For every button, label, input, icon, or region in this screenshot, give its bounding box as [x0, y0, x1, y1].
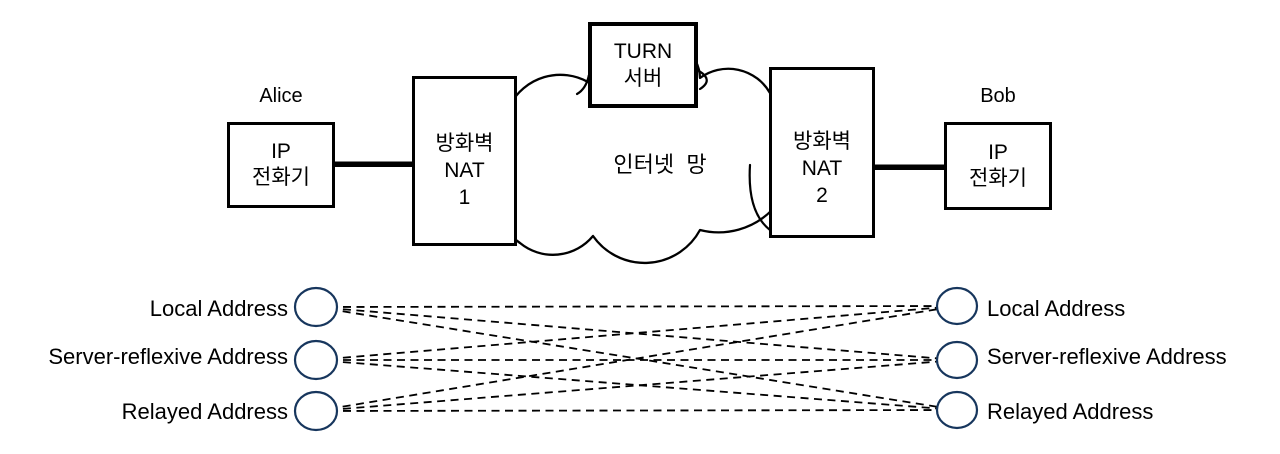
bob-phone-box: IP 전화기: [944, 122, 1052, 210]
nat1-line3: 1: [458, 186, 471, 209]
turn-line2: 서버: [623, 67, 663, 90]
bob-local-endpoint: [935, 286, 979, 326]
alice-local-address-label: Local Address: [149, 296, 288, 321]
nat1-text: 방화벽 NAT 1: [412, 130, 517, 211]
alice-server-reflexive-address-label: Server-reflexive Address: [48, 344, 288, 369]
nat2-line3: 2: [816, 184, 828, 207]
nat2-line2: NAT: [801, 157, 843, 180]
alice-relayed-endpoint: [293, 390, 339, 432]
bob-phone-line1: IP: [988, 141, 1008, 164]
alice-label: Alice: [259, 85, 303, 107]
candidate-mesh: [315, 305, 958, 412]
bob-label: Bob: [980, 85, 1016, 107]
bob-server-reflexive-address-label: Server-reflexive Address: [987, 344, 1227, 369]
nat2-text: 방화벽 NAT 2: [769, 128, 875, 209]
nat2-to-bob-phone-link: [870, 164, 948, 170]
bob-server-reflexive-endpoint: [935, 340, 979, 380]
nat1-box: [412, 76, 517, 246]
alice-phone-line2: 전화기: [252, 166, 310, 189]
alice-relayed-address-label: Relayed Address: [121, 399, 288, 424]
bob-local-address-label: Local Address: [987, 296, 1126, 321]
cloud-detail-arc: [697, 69, 708, 91]
nat1-line2: NAT: [444, 159, 485, 182]
nat2-line1: 방화벽: [793, 130, 851, 153]
turn-line1: TURN: [613, 40, 673, 63]
internet-label: 인터넷 망: [613, 152, 707, 177]
bob-relayed-endpoint: [935, 390, 979, 430]
candidate-pair-line: [315, 409, 958, 412]
nat2-box: [769, 67, 875, 238]
candidate-pair-line: [315, 305, 958, 308]
bob-phone-line2: 전화기: [969, 167, 1027, 190]
alice-phone-line1: IP: [271, 140, 291, 163]
alice-local-endpoint: [293, 286, 339, 328]
turn-server-box: TURN 서버: [588, 22, 698, 108]
alice-phone-to-nat1-link: [330, 161, 416, 167]
alice-phone-box: IP 전화기: [227, 122, 335, 208]
candidate-pair-line: [315, 305, 958, 412]
nat1-line1: 방화벽: [435, 132, 494, 155]
alice-server-reflexive-endpoint: [293, 339, 339, 381]
bob-relayed-address-label: Relayed Address: [987, 399, 1154, 424]
cloud-detail-arc: [748, 163, 772, 232]
